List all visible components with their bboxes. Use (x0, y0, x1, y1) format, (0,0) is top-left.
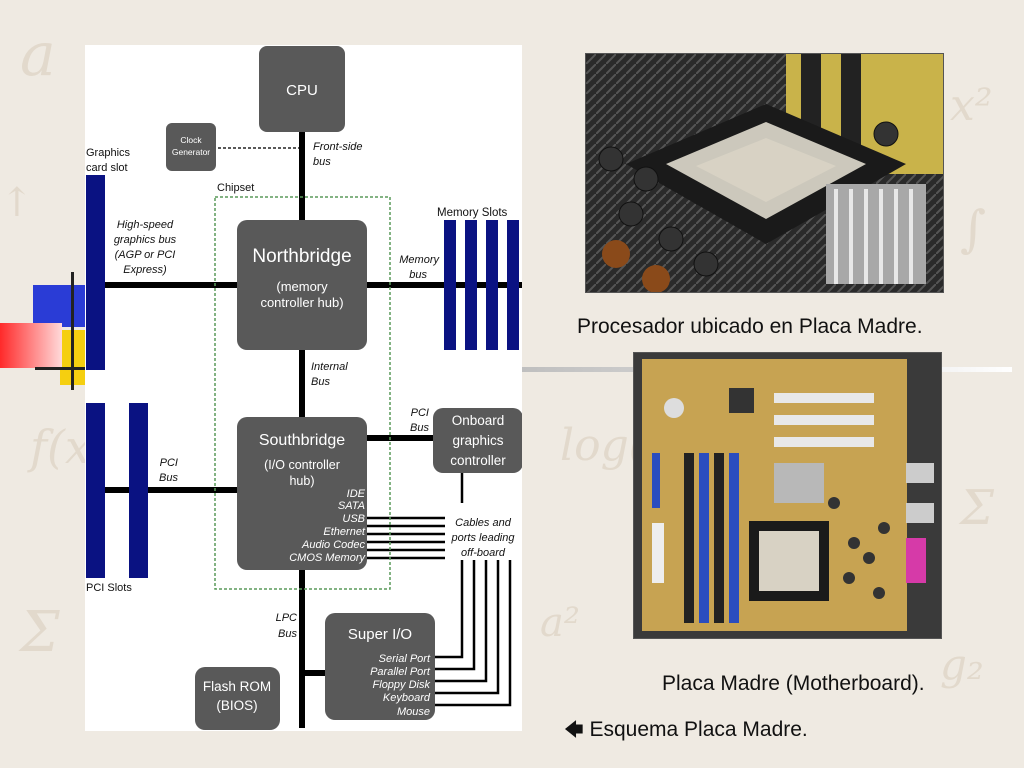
southbridge-item: USB (342, 513, 365, 525)
northbridge-box (237, 220, 367, 350)
southbridge-item: IDE (347, 488, 366, 500)
super-io-item: Parallel Port (370, 666, 431, 678)
motherboard-schematic: CPU Clock Generator Northbridge (memory … (85, 45, 522, 731)
memory-slot (486, 220, 498, 350)
super-io-item: Floppy Disk (373, 679, 431, 691)
onboard-graphics-label: Onboard (452, 413, 505, 428)
memory-slot (465, 220, 477, 350)
pci-slot (86, 403, 105, 578)
southbridge-box (237, 417, 367, 570)
onboard-graphics-box (433, 408, 522, 473)
cables-label: ports leading (451, 532, 516, 544)
cpu-label: CPU (286, 82, 318, 99)
clock-generator-box (166, 123, 216, 171)
flash-rom-label: Flash ROM (203, 679, 271, 694)
processor-photo (585, 53, 944, 293)
front-side-bus-label: bus (313, 156, 331, 168)
northbridge-label: Northbridge (252, 246, 351, 267)
super-io-item: Keyboard (383, 692, 431, 704)
front-side-bus-label: Front-side (313, 141, 363, 153)
southbridge-item: Audio Codec (301, 539, 365, 551)
chipset-label: Chipset (217, 182, 254, 194)
super-io-item: Mouse (397, 706, 430, 718)
memory-slots-label: Memory Slots (437, 207, 508, 219)
arrow-left-icon: 🡄 (564, 719, 584, 741)
internal-bus-label: Internal (311, 361, 348, 373)
memory-bus-label: bus (409, 269, 427, 281)
pci-bus-right-label: PCI (411, 407, 429, 419)
hs-graphics-bus-label: Express) (123, 264, 167, 276)
southbridge-item: SATA (338, 500, 365, 512)
pci-bus-left-label: PCI (160, 457, 178, 469)
decor-vertical-line (71, 272, 74, 390)
graphics-slot-label: Graphics (86, 147, 131, 159)
hs-graphics-bus-label: (AGP or PCI (115, 249, 176, 261)
super-io-item: Serial Port (379, 653, 431, 665)
clock-label: Generator (172, 147, 210, 157)
northbridge-sub: controller hub) (260, 295, 343, 310)
decor-blue-square (33, 285, 85, 327)
pci-bus-right-label: Bus (410, 422, 429, 434)
scheme-caption: Esquema Placa Madre. (589, 718, 808, 741)
scheme-caption-row: 🡄 Esquema Placa Madre. (564, 716, 808, 748)
cables-label: off-board (461, 547, 506, 559)
decor-red-gradient (0, 323, 62, 368)
onboard-graphics-label: controller (450, 453, 506, 468)
lpc-bus-label: LPC (276, 612, 297, 624)
hs-graphics-bus-label: High-speed (117, 219, 174, 231)
southbridge-label: Southbridge (259, 432, 345, 449)
cpu-box (259, 46, 345, 132)
memory-bus-label: Memory (399, 254, 440, 266)
clock-label: Clock (180, 135, 202, 145)
processor-caption: Procesador ubicado en Placa Madre. (577, 315, 923, 338)
decor-horizontal-line (35, 367, 85, 370)
northbridge-sub: (memory (276, 279, 328, 294)
memory-slot (507, 220, 519, 350)
onboard-graphics-label: graphics (452, 433, 503, 448)
graphics-card-slot (86, 175, 105, 370)
pci-slot (129, 403, 148, 578)
lpc-bus-label: Bus (278, 628, 297, 640)
graphics-slot-label: card slot (86, 162, 128, 174)
super-io-box (325, 613, 435, 720)
hs-graphics-bus-label: graphics bus (114, 234, 177, 246)
southbridge-sub: (I/O controller (264, 458, 340, 472)
southbridge-item: CMOS Memory (289, 552, 366, 564)
southbridge-item: Ethernet (323, 526, 366, 538)
motherboard-photo (633, 352, 942, 639)
chipset-outline (214, 196, 391, 590)
super-io-label: Super I/O (348, 626, 412, 643)
pci-bus-left-label: Bus (159, 472, 178, 484)
flash-rom-box (195, 667, 280, 730)
southbridge-sub: hub) (289, 474, 314, 488)
motherboard-caption: Placa Madre (Motherboard). (662, 672, 925, 695)
cables-label: Cables and (455, 517, 512, 529)
internal-bus-label: Bus (311, 376, 330, 388)
flash-rom-label: (BIOS) (216, 698, 257, 713)
pci-slots-label: PCI Slots (86, 582, 132, 594)
cable-lines (367, 473, 512, 707)
memory-slot (444, 220, 456, 350)
